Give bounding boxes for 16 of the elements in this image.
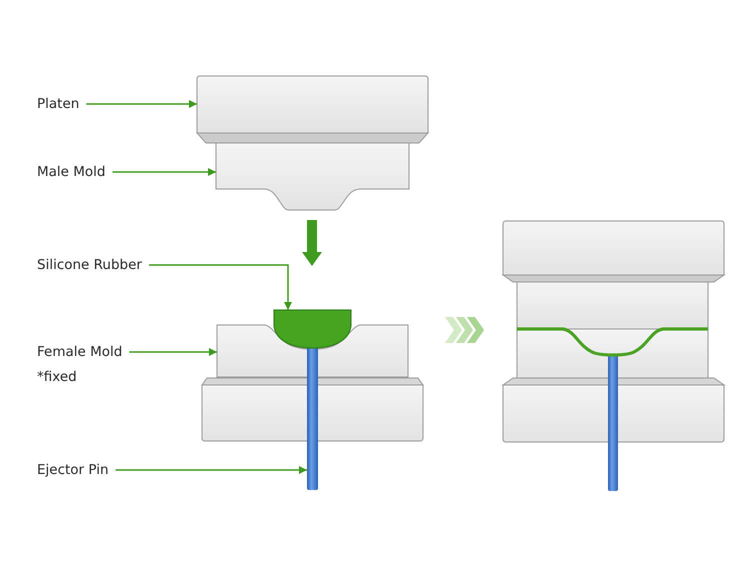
part-label: Male Mold	[37, 164, 106, 180]
leader-line	[129, 348, 217, 356]
part-label: Ejector Pin	[37, 462, 109, 478]
leader-line	[149, 264, 292, 310]
leader-line	[86, 100, 197, 108]
part-label: Female Mold	[37, 344, 122, 360]
base-plate	[201, 378, 424, 442]
part-label: Silicone Rubber	[37, 257, 142, 273]
platen-block	[196, 76, 430, 144]
leader-line	[116, 466, 307, 474]
male-mold	[216, 142, 410, 210]
female-mold	[216, 324, 408, 378]
leader-line	[112, 168, 216, 176]
ejector-pin	[307, 347, 318, 490]
note-text: *fixed	[37, 369, 77, 385]
part-label: Platen	[37, 96, 80, 112]
